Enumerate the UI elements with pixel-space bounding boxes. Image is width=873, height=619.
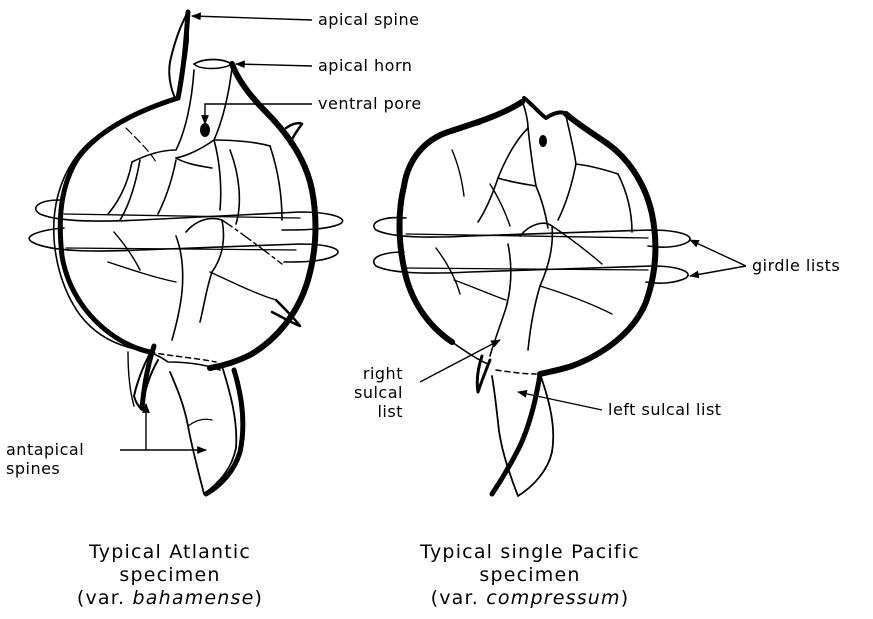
antapical-line-1: antapical	[6, 440, 84, 459]
right-sulcal-line-1: right	[354, 364, 403, 383]
right-sulcal-line-2: sulcal	[354, 383, 403, 402]
arrow-girdle-lists-lower	[690, 266, 746, 276]
caption-atlantic: Typical Atlantic specimen (var. bahamens…	[40, 541, 300, 610]
label-ventral-pore: ventral pore	[318, 94, 422, 113]
label-antapical-spines: antapical spines	[6, 440, 84, 478]
caption-atlantic-line2: specimen	[40, 564, 300, 587]
right-body-outline	[400, 102, 523, 342]
right-sulcal-line-3: list	[354, 402, 403, 421]
label-right-sulcal-list: right sulcal list	[354, 364, 403, 421]
arrow-girdle-lists-upper	[690, 240, 746, 266]
caption-pacific-prefix: (var.	[431, 587, 487, 609]
left-body-outline	[60, 98, 178, 352]
caption-pacific-line1: Typical single Pacific	[380, 541, 680, 564]
arrow-apical-horn	[236, 64, 312, 66]
caption-atlantic-line1: Typical Atlantic	[40, 541, 300, 564]
caption-pacific-suffix: )	[621, 587, 630, 609]
caption-pacific-variety: compressum	[486, 587, 621, 609]
caption-atlantic-prefix: (var.	[77, 587, 133, 609]
label-apical-horn: apical horn	[318, 56, 412, 75]
left-apical-horn	[194, 60, 232, 65]
caption-atlantic-suffix: )	[255, 587, 264, 609]
caption-atlantic-line3: (var. bahamense)	[40, 587, 300, 610]
antapical-line-2: spines	[6, 459, 84, 478]
right-girdle-list-upper	[374, 218, 690, 248]
caption-pacific: Typical single Pacific specimen (var. co…	[380, 541, 680, 610]
caption-pacific-line2: specimen	[380, 564, 680, 587]
atlantic-specimen-drawing	[29, 12, 342, 494]
label-apical-spine: apical spine	[318, 10, 419, 29]
left-girdle-list-upper	[36, 200, 343, 230]
caption-atlantic-variety: bahamense	[133, 587, 255, 609]
arrow-left-sulcal-list	[518, 392, 602, 410]
left-ventral-pore	[200, 123, 210, 137]
arrow-apical-spine	[192, 16, 312, 20]
label-girdle-lists: girdle lists	[752, 256, 840, 275]
left-girdle-list-lower	[29, 228, 338, 262]
pacific-specimen-drawing	[374, 98, 690, 496]
right-ventral-pore	[539, 135, 547, 147]
label-left-sulcal-list: left sulcal list	[608, 400, 722, 419]
caption-pacific-line3: (var. compressum)	[380, 587, 680, 610]
